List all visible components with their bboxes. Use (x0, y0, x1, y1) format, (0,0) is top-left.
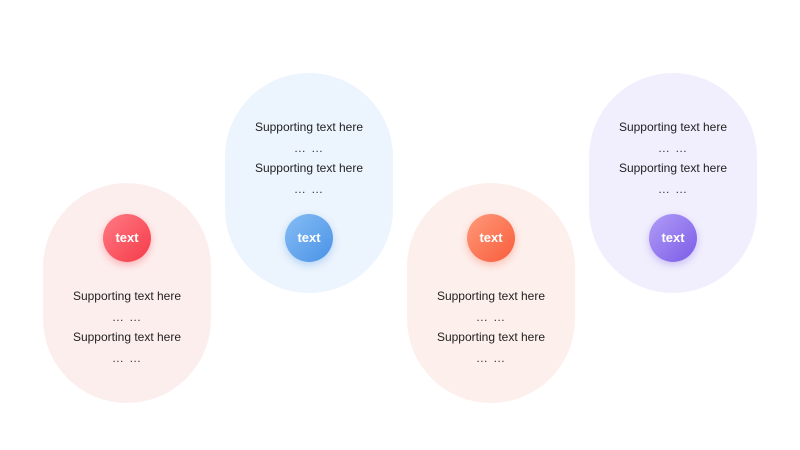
card-1: text Supporting text here … … Supporting… (43, 183, 211, 403)
card-1-badge: text (103, 214, 151, 262)
card-4: Supporting text here … … Supporting text… (589, 73, 757, 293)
card-1-ellipsis-1: … … (111, 309, 143, 324)
card-1-text: Supporting text here … … Supporting text… (43, 286, 211, 368)
card-2-line-2: Supporting text here (254, 161, 364, 175)
card-3-badge: text (467, 214, 515, 262)
card-3-line-2: Supporting text here (436, 330, 546, 344)
card-3-text: Supporting text here … … Supporting text… (407, 286, 575, 368)
card-3: text Supporting text here … … Supporting… (407, 183, 575, 403)
card-4-line-1: Supporting text here (618, 120, 728, 134)
card-3-line-1: Supporting text here (436, 289, 546, 303)
card-4-ellipsis-2: … … (657, 181, 689, 196)
card-1-line-2: Supporting text here (72, 330, 182, 344)
card-2: Supporting text here … … Supporting text… (225, 73, 393, 293)
card-1-line-1: Supporting text here (72, 289, 182, 303)
card-4-line-2: Supporting text here (618, 161, 728, 175)
card-2-badge: text (285, 214, 333, 262)
card-2-ellipsis-1: … … (293, 140, 325, 155)
card-4-text: Supporting text here … … Supporting text… (589, 117, 757, 199)
card-3-ellipsis-2: … … (475, 350, 507, 365)
card-2-ellipsis-2: … … (293, 181, 325, 196)
card-4-badge: text (649, 214, 697, 262)
card-4-ellipsis-1: … … (657, 140, 689, 155)
card-2-line-1: Supporting text here (254, 120, 364, 134)
card-2-text: Supporting text here … … Supporting text… (225, 117, 393, 199)
card-3-ellipsis-1: … … (475, 309, 507, 324)
card-1-ellipsis-2: … … (111, 350, 143, 365)
